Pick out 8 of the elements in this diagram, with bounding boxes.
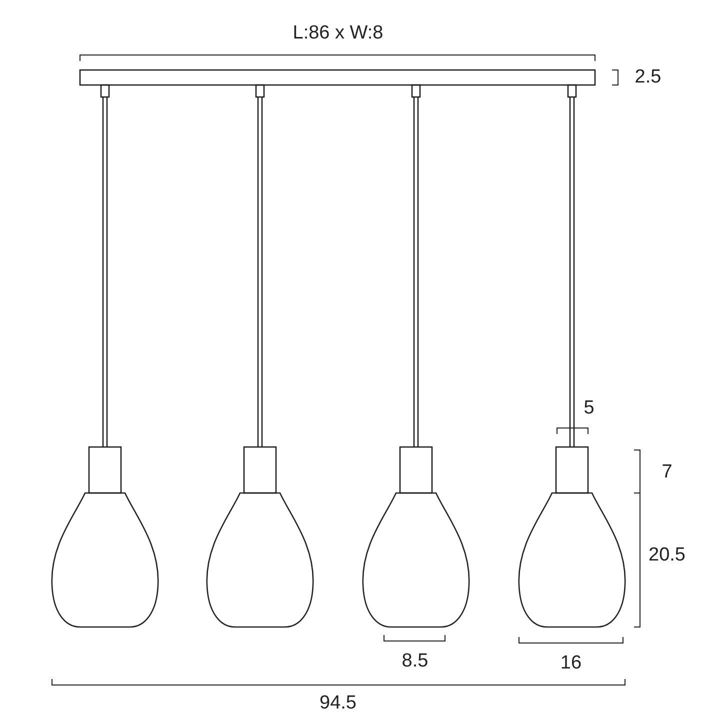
dimension-label: L:86 x W:8	[292, 24, 384, 42]
dimension-label: 7	[662, 462, 672, 482]
dimension-label: 94.5	[320, 694, 356, 712]
dimension-label: 20.5	[648, 546, 686, 564]
dimension-label: 5	[584, 398, 594, 418]
dimension-label: 2.5	[634, 68, 662, 86]
dimension-label: 8.5	[402, 652, 428, 670]
dimension-label: 16	[560, 654, 582, 672]
